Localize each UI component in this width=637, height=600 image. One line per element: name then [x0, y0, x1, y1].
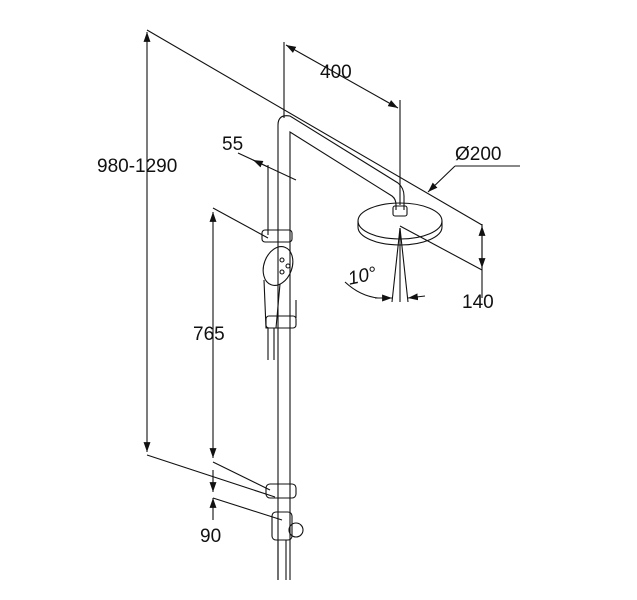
slider-height-label: 765 [193, 324, 225, 345]
total-height-dimension [143, 29, 483, 498]
head-drop-dimension [399, 224, 486, 298]
hand-shower [261, 229, 297, 360]
wall-distance-dimension [237, 152, 297, 235]
diameter-arrow [427, 165, 456, 193]
riser-pipe [277, 115, 405, 580]
arm-length-dimension [283, 42, 401, 205]
arm-length-label: 400 [320, 62, 352, 83]
wall-distance-label: 55 [222, 134, 244, 155]
spray-angle-dimension [344, 227, 426, 303]
total-height-label: 980-1290 [97, 156, 178, 177]
bottom-offset-label: 90 [200, 526, 222, 547]
head-drop-label: 140 [462, 292, 494, 313]
mixer-valve [265, 483, 304, 580]
bottom-offset-dimension [209, 470, 283, 521]
slider-height-dimension [209, 207, 271, 491]
head-diameter-label: Ø200 [455, 144, 502, 165]
